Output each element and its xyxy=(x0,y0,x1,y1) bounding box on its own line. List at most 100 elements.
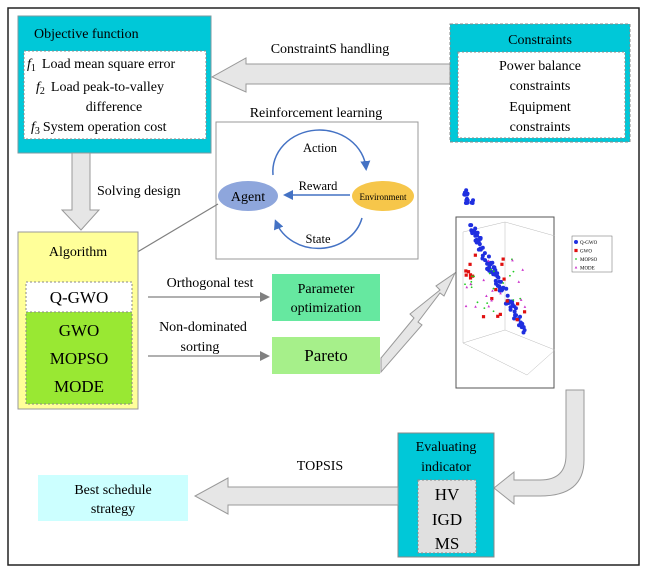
f2-label-cont: difference xyxy=(86,100,142,115)
svg-text:Reward: Reward xyxy=(299,179,339,193)
qgwo-point xyxy=(487,261,492,266)
svg-text:strategy: strategy xyxy=(91,502,135,517)
mode-point xyxy=(519,298,523,301)
algorithm-title: Algorithm xyxy=(49,245,107,260)
topsis-label: TOPSIS xyxy=(297,459,343,474)
mode-point xyxy=(485,294,488,297)
mode-point xyxy=(464,304,468,308)
mopso-label: MOPSO xyxy=(50,349,109,368)
qgwo-point xyxy=(473,238,478,243)
gwo-point xyxy=(501,257,505,261)
qgwo-point xyxy=(493,278,498,283)
svg-text:State: State xyxy=(306,232,331,246)
legend-marker-q-gwo xyxy=(574,240,578,244)
mode-point xyxy=(499,291,502,295)
mopso-point xyxy=(512,299,515,301)
qgwo-point xyxy=(465,198,470,203)
mopso-point xyxy=(473,275,476,278)
svg-text:constraints: constraints xyxy=(510,79,571,94)
best-schedule-box xyxy=(38,475,188,521)
zigzag-arrow xyxy=(380,271,457,374)
mopso-point xyxy=(492,287,495,290)
svg-text:Environment: Environment xyxy=(360,192,407,202)
ms-label: MS xyxy=(435,534,460,553)
svg-text:Pareto: Pareto xyxy=(304,346,347,365)
svg-text:Parameter: Parameter xyxy=(298,282,355,297)
qgwo-point xyxy=(496,275,501,280)
qgwo-point xyxy=(519,323,524,328)
mode-point xyxy=(490,299,493,302)
svg-text:Best schedule: Best schedule xyxy=(74,483,151,498)
qgwo-point xyxy=(495,271,500,276)
svg-text:Action: Action xyxy=(303,141,338,155)
curved-arrow xyxy=(493,389,585,506)
mode-label: MODE xyxy=(54,377,104,396)
solving-design-label: Solving design xyxy=(97,184,181,199)
mopso-point xyxy=(490,268,492,271)
constraints-handling-arrow xyxy=(210,57,451,93)
qgwo-point xyxy=(494,281,499,286)
mopso-point xyxy=(488,272,491,275)
svg-text:optimization: optimization xyxy=(291,301,362,316)
mopso-point xyxy=(519,297,522,300)
mopso-point xyxy=(492,270,495,273)
gwo-point xyxy=(500,262,504,266)
qgwo-point xyxy=(477,242,482,247)
state-arrow xyxy=(274,217,363,250)
constraints-title: Constraints xyxy=(508,33,572,48)
f2-label: Load peak-to-valley xyxy=(51,80,164,95)
f3-label: System operation cost xyxy=(43,120,167,135)
action-arrow xyxy=(272,129,371,176)
legend-marker-gwo xyxy=(574,248,578,253)
gwo-point xyxy=(464,273,468,277)
qgwo-point xyxy=(482,251,487,256)
f1-symbol: f xyxy=(27,57,33,72)
svg-text:Power balance: Power balance xyxy=(499,59,581,74)
mode-point xyxy=(511,258,514,262)
legend-label: Q-GWO xyxy=(580,241,598,246)
non-dominated-label: Non-dominated xyxy=(159,320,247,335)
qgwo-point xyxy=(478,236,483,241)
qgwo-point xyxy=(469,223,474,228)
qgwo-point xyxy=(490,260,495,265)
qgwo-point xyxy=(513,313,518,318)
gwo-point xyxy=(502,277,506,281)
solving-design-arrow xyxy=(60,152,101,231)
gwo-point xyxy=(515,318,519,322)
qgwo-point xyxy=(508,307,513,312)
qgwo-point xyxy=(487,265,492,270)
mode-point xyxy=(487,304,491,308)
qgwo-point xyxy=(486,254,491,259)
qgwo-label: Q-GWO xyxy=(50,288,109,307)
mode-point xyxy=(521,268,524,271)
gwo-point xyxy=(473,253,477,257)
qgwo-point xyxy=(491,265,496,270)
qgwo-point xyxy=(518,314,523,319)
svg-text:indicator: indicator xyxy=(421,460,471,475)
constraints-box: Constraints Power balance constraints Eq… xyxy=(449,23,631,143)
gwo-point xyxy=(490,296,494,301)
mode-point xyxy=(523,305,527,308)
qgwo-point xyxy=(521,330,526,335)
svg-text:constraints: constraints xyxy=(510,120,571,135)
gwo-point xyxy=(464,269,468,273)
topsis-arrow xyxy=(193,477,399,515)
gwo-point xyxy=(515,302,520,306)
gwo-point xyxy=(468,273,473,277)
objective-title: Objective function xyxy=(34,27,139,42)
gwo-point xyxy=(466,270,471,274)
svg-text:sorting: sorting xyxy=(181,340,220,355)
gwo-point xyxy=(496,314,500,318)
reinforcement-learning-box: Reinforcement learning Action Reward Sta… xyxy=(215,106,419,260)
mopso-point xyxy=(512,270,515,273)
orthogonal-test-label: Orthogonal test xyxy=(167,276,254,291)
mode-point xyxy=(469,282,472,286)
algorithm-box: Algorithm Q-GWO GWO MOPSO MODE xyxy=(17,231,139,410)
mopso-point xyxy=(464,283,466,286)
qgwo-point xyxy=(475,230,480,235)
svg-text:Evaluating: Evaluating xyxy=(416,440,477,455)
